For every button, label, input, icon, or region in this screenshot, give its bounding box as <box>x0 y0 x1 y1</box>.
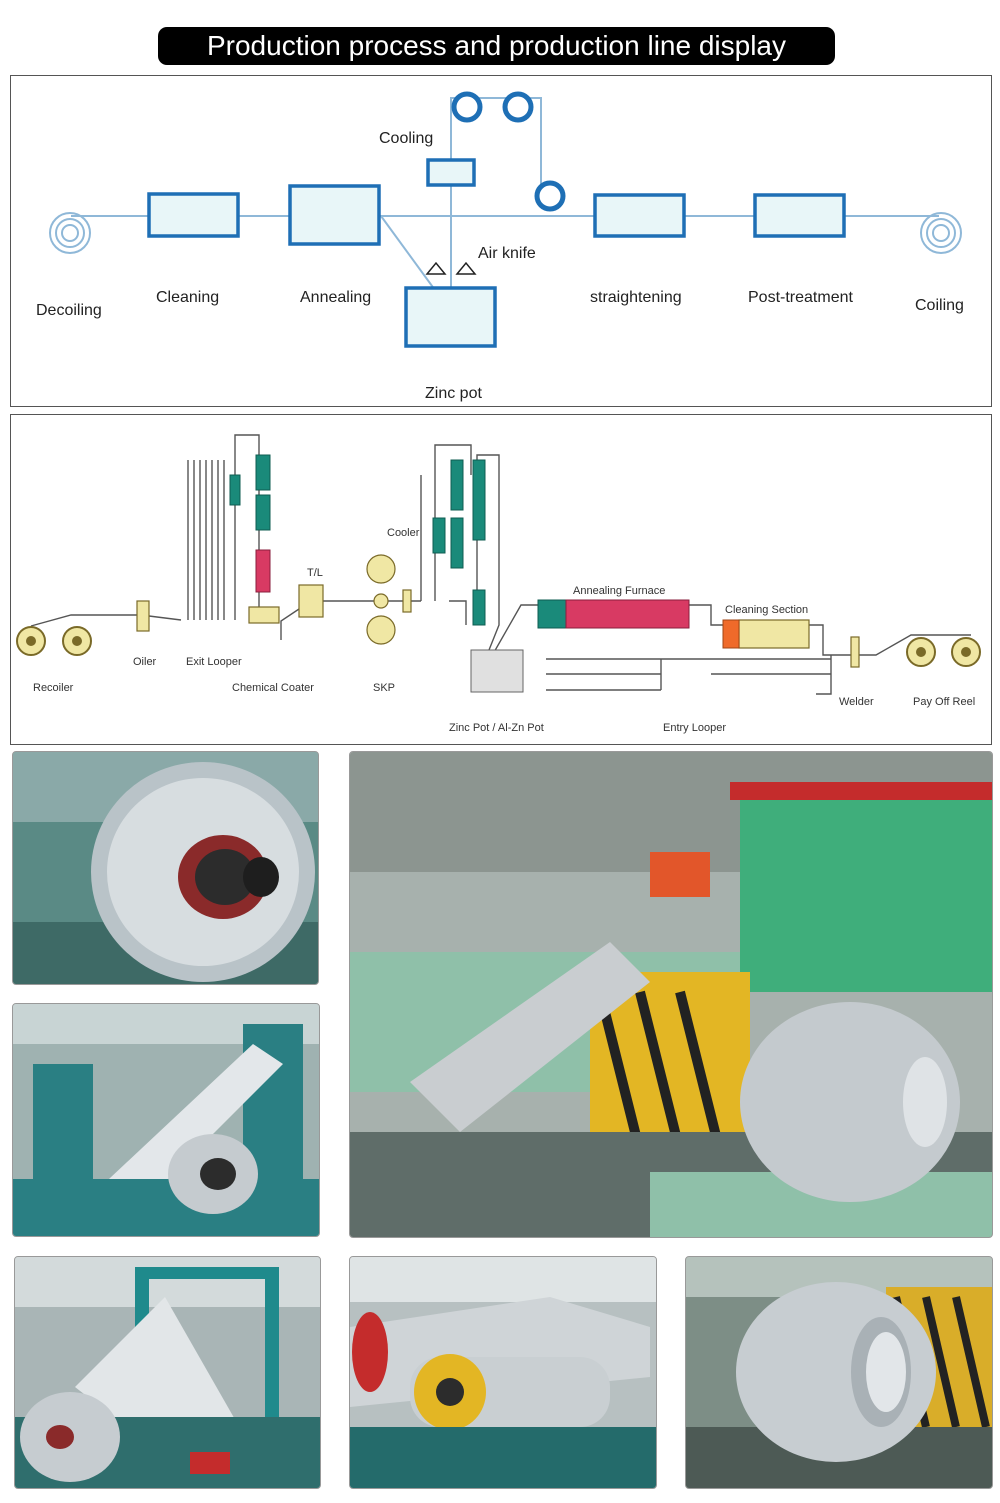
photo-steel-strip-in-frame <box>14 1256 321 1489</box>
strip-over-rollers-icon <box>350 1257 656 1488</box>
page-title: Production process and production line d… <box>206 30 787 61</box>
cooling-tower-roll-2 <box>502 91 534 123</box>
skp-guide <box>402 589 412 613</box>
photo-steel-coil-on-mandrel <box>12 751 319 985</box>
cleaning-section-entry <box>722 619 740 649</box>
label-pay-off-reel: Pay Off Reel <box>913 696 975 708</box>
recoiler-reels <box>16 626 92 656</box>
tower-heater <box>255 549 271 593</box>
decoiler-reel-icon <box>49 212 91 254</box>
label-cleaning-section: Cleaning Section <box>725 604 808 616</box>
label-skp: SKP <box>373 682 395 694</box>
exit-cooling-1 <box>229 474 241 506</box>
label-coiling: Coiling <box>915 297 964 314</box>
finished-steel-coil-icon <box>686 1257 992 1488</box>
skp-roll-bottom <box>366 615 396 645</box>
tl-unit <box>298 584 324 618</box>
cleaning-unit <box>147 192 240 238</box>
photo-production-line-overview <box>349 751 993 1238</box>
label-tl: T/L <box>307 567 323 579</box>
cooling-unit <box>426 158 476 187</box>
production-line-overview-icon <box>350 752 992 1237</box>
steel-coil-on-mandrel-icon <box>13 752 318 984</box>
label-annealing-furnace: Annealing Furnace <box>573 585 665 597</box>
annealing-furnace-unit <box>565 599 690 629</box>
label-straightening: straightening <box>590 289 682 306</box>
label-exit-looper: Exit Looper <box>186 656 242 668</box>
cooling-tower-roll-1 <box>451 91 483 123</box>
skp-roll-top <box>366 554 396 584</box>
label-zinc-al-zn-pot: Zinc Pot / Al-Zn Pot <box>449 722 544 734</box>
label-annealing: Annealing <box>300 289 371 306</box>
production-line-panel: Recoiler Oiler Exit Looper Chemical Coat… <box>10 414 992 745</box>
process-flow-panel: Decoiling Cleaning Annealing Cooling Air… <box>10 75 992 407</box>
coiler-reel-icon <box>920 212 962 254</box>
cooler-2 <box>450 459 464 511</box>
turn-roll <box>534 180 566 212</box>
oiler-unit <box>136 600 150 632</box>
cooler-1 <box>432 517 446 554</box>
air-knife-icon <box>425 261 477 275</box>
page-title-banner: Production process and production line d… <box>158 27 835 65</box>
label-decoiling: Decoiling <box>36 302 102 319</box>
skp-roll-mid <box>373 593 389 609</box>
annealing-unit <box>288 184 381 246</box>
production-line-schematic: Recoiler Oiler Exit Looper Chemical Coat… <box>16 434 981 734</box>
photo-steel-strip-unwinding <box>12 1003 320 1237</box>
label-post-treatment: Post-treatment <box>748 289 853 306</box>
photo-finished-steel-coil <box>685 1256 993 1489</box>
furnace-entry <box>537 599 567 629</box>
pay-off-reels <box>906 637 981 667</box>
chemical-coater-unit <box>248 606 280 624</box>
zinc-pot-vessel <box>470 649 524 693</box>
process-flow-diagram: Decoiling Cleaning Annealing Cooling Air… <box>36 91 964 402</box>
label-cooler: Cooler <box>387 527 420 539</box>
post-treatment-unit <box>753 193 846 238</box>
label-entry-looper: Entry Looper <box>663 722 726 734</box>
label-chemical-coater: Chemical Coater <box>232 682 314 694</box>
label-recoiler: Recoiler <box>33 682 74 694</box>
label-air-knife: Air knife <box>478 245 536 262</box>
label-cooling: Cooling <box>379 130 433 147</box>
steel-strip-unwinding-icon <box>13 1004 319 1236</box>
tower-cooler-2 <box>255 494 271 531</box>
cooler-5 <box>472 589 486 626</box>
zinc-pot-unit <box>404 286 497 348</box>
cooler-4 <box>472 459 486 541</box>
straightening-unit <box>593 193 686 238</box>
photo-strip-over-rollers <box>349 1256 657 1489</box>
steel-strip-in-frame-icon <box>15 1257 320 1488</box>
label-zinc-pot: Zinc pot <box>425 385 482 402</box>
cleaning-section-unit <box>738 619 810 649</box>
tower-cooler-1 <box>255 454 271 491</box>
label-cleaning: Cleaning <box>156 289 219 306</box>
welder-unit <box>850 636 860 668</box>
cooler-3 <box>450 517 464 569</box>
label-oiler: Oiler <box>133 656 157 668</box>
label-welder: Welder <box>839 696 874 708</box>
